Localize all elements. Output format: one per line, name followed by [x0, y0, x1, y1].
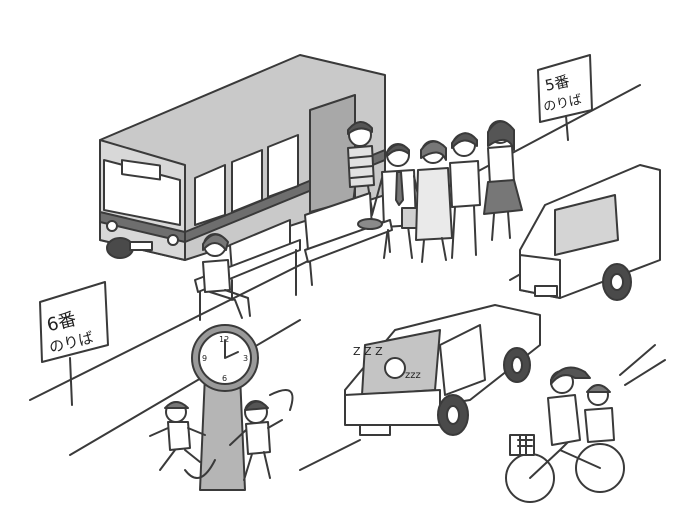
clock-pillar: 12 3 6 9	[191, 324, 259, 491]
platform-5-sign: 5番 のりば	[537, 54, 593, 141]
car-sleeping-driver: Z Z Z zzz	[344, 304, 541, 436]
van	[519, 164, 661, 301]
platform-5-number: 5番	[543, 72, 571, 95]
bicycle-riders	[505, 344, 666, 503]
seated-woman-on-phone	[202, 233, 251, 319]
sleep-zzz: Z Z Z	[353, 345, 383, 358]
clock-3: 3	[243, 354, 248, 363]
clock-hands	[224, 339, 239, 359]
playing-children	[149, 389, 294, 481]
clock-12: 12	[219, 335, 229, 344]
clock-9: 9	[202, 354, 207, 363]
clock-6: 6	[222, 374, 227, 383]
waiting-queue	[371, 120, 523, 263]
sleep-zzz-small: zzz	[405, 370, 421, 381]
boarding-passenger	[347, 121, 375, 213]
bus	[99, 54, 386, 261]
platform-6-sign: 6番 のりば	[39, 281, 109, 406]
